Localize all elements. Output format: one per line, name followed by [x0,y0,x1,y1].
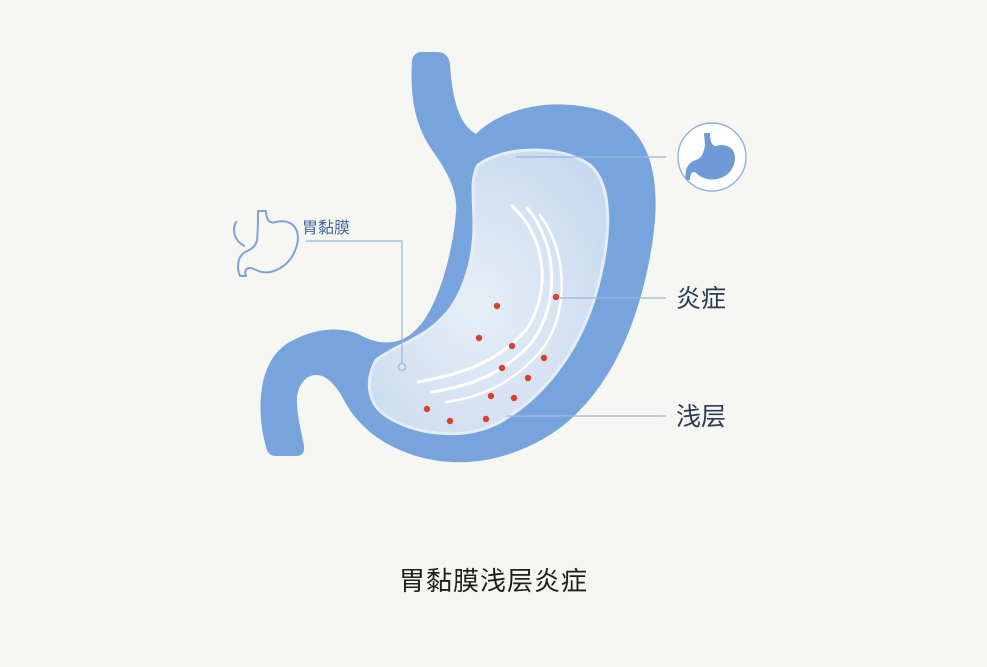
stomach-icon [685,133,736,180]
stomach-outline-icon [233,210,299,277]
inflammation-dot [487,392,495,400]
inflammation-dot [508,342,516,350]
leader-line-mucosa [306,240,403,367]
inflammation-dots [423,293,560,425]
stomach-icon-badge [677,122,747,192]
inflammation-dot [498,364,506,372]
mucosa-pointer-end [397,362,407,372]
inflammation-dot [524,374,532,382]
inflammation-dot [475,334,483,342]
leader-lines [306,156,666,417]
label-superficial: 浅层 [676,402,726,431]
stomach-mucosa [367,148,610,436]
label-inflammation: 炎症 [676,284,726,313]
inflammation-dot [493,302,501,310]
inflammation-dot [510,394,518,402]
inflammation-dot [552,293,560,301]
inflammation-dot [540,354,548,362]
mucosal-folds [416,204,563,404]
inflammation-dot [423,405,431,413]
inflammation-dot [482,415,490,423]
inflammation-dot [446,417,454,425]
label-mucosa: 胃黏膜 [302,218,350,237]
diagram-caption: 胃黏膜浅层炎症 [398,567,588,597]
